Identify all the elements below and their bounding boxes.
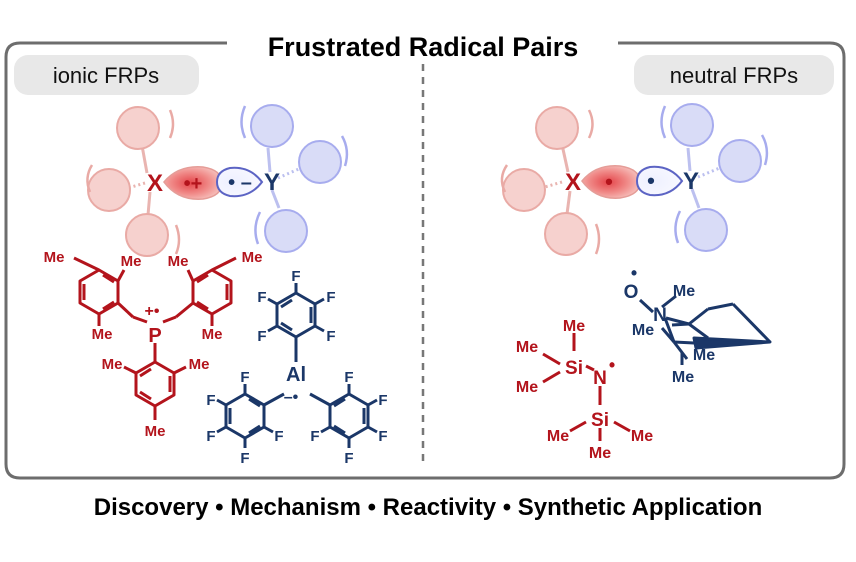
nitrogen-atom: N: [653, 305, 667, 326]
fluorine-label: F: [274, 428, 283, 445]
ionic-schematic: [86, 104, 349, 257]
neutral-x-dot: •: [605, 169, 613, 194]
ionic-x-atom: X: [147, 170, 163, 197]
silicon-atom: Si: [591, 410, 609, 431]
fluorine-label: F: [291, 268, 300, 285]
aluminum-radical-anion: [216, 283, 378, 448]
radical-orbital-lobe-blue: [635, 165, 684, 197]
ionic-badge: [14, 55, 199, 95]
fluorine-label: F: [240, 450, 249, 467]
anion-orbital-lobe: [215, 166, 264, 198]
fluorine-label: F: [310, 428, 319, 445]
outer-frame: [4, 41, 846, 480]
fluorine-label: F: [257, 328, 266, 345]
methyl-label: Me: [44, 249, 65, 266]
fluorine-label: F: [326, 289, 335, 306]
ionic-x-charge: •+: [184, 173, 203, 195]
methyl-label: Me: [92, 326, 113, 343]
methyl-label: Me: [673, 283, 695, 300]
nitroxide-radical-dot: •: [631, 263, 637, 283]
oxygen-atom: O: [624, 282, 639, 303]
aluminum-atom: Al: [286, 364, 306, 386]
methyl-label: Me: [168, 253, 189, 270]
fluorine-label: F: [326, 328, 335, 345]
neutral-badge-label: neutral FRPs: [670, 63, 798, 88]
nitroxide-radical: [638, 294, 772, 365]
methyl-label: Me: [242, 249, 263, 266]
methyl-label: Me: [516, 339, 538, 356]
methyl-label: Me: [121, 253, 142, 270]
methyl-label: Me: [189, 356, 210, 373]
silyl-aminyl-radical: [542, 333, 631, 441]
methyl-label: Me: [516, 379, 538, 396]
methyl-label: Me: [145, 423, 166, 440]
fluorine-label: F: [344, 369, 353, 386]
fluorine-label: F: [378, 428, 387, 445]
fluorine-label: F: [206, 428, 215, 445]
figure-subtitle: Discovery • Mechanism • Reactivity • Syn…: [94, 494, 763, 521]
figure-title: Frustrated Radical Pairs: [268, 32, 579, 62]
silicon-atom: Si: [565, 358, 583, 379]
aluminum-charge: –•: [284, 389, 299, 406]
fluorine-label: F: [257, 289, 266, 306]
methyl-label: Me: [632, 322, 654, 339]
neutral-schematic: [500, 103, 769, 256]
methyl-label: Me: [672, 369, 694, 386]
nitrogen-atom: N: [593, 368, 607, 389]
fluorine-label: F: [344, 450, 353, 467]
methyl-label: Me: [102, 356, 123, 373]
fluorine-label: F: [240, 369, 249, 386]
ionic-y-charge: • –: [228, 172, 252, 194]
methyl-label: Me: [589, 445, 611, 462]
methyl-label: Me: [693, 347, 715, 364]
phosphorus-atom: P: [148, 325, 161, 347]
methyl-label: Me: [202, 326, 223, 343]
ionic-y-atom: Y: [264, 169, 280, 196]
neutral-y-dot: •: [647, 168, 655, 193]
neutral-badge: [634, 55, 834, 95]
neutral-y-atom: Y: [683, 168, 699, 195]
fluorine-label: F: [206, 392, 215, 409]
aminyl-radical-dot: •: [609, 355, 615, 375]
neutral-x-atom: X: [565, 169, 581, 196]
methyl-label: Me: [563, 318, 585, 335]
phosphorus-charge: +•: [145, 303, 160, 320]
phosphorus-radical-cation: [73, 256, 237, 420]
methyl-label: Me: [547, 428, 569, 445]
methyl-label: Me: [631, 428, 653, 445]
fluorine-label: F: [378, 392, 387, 409]
ionic-badge-label: ionic FRPs: [53, 63, 159, 88]
